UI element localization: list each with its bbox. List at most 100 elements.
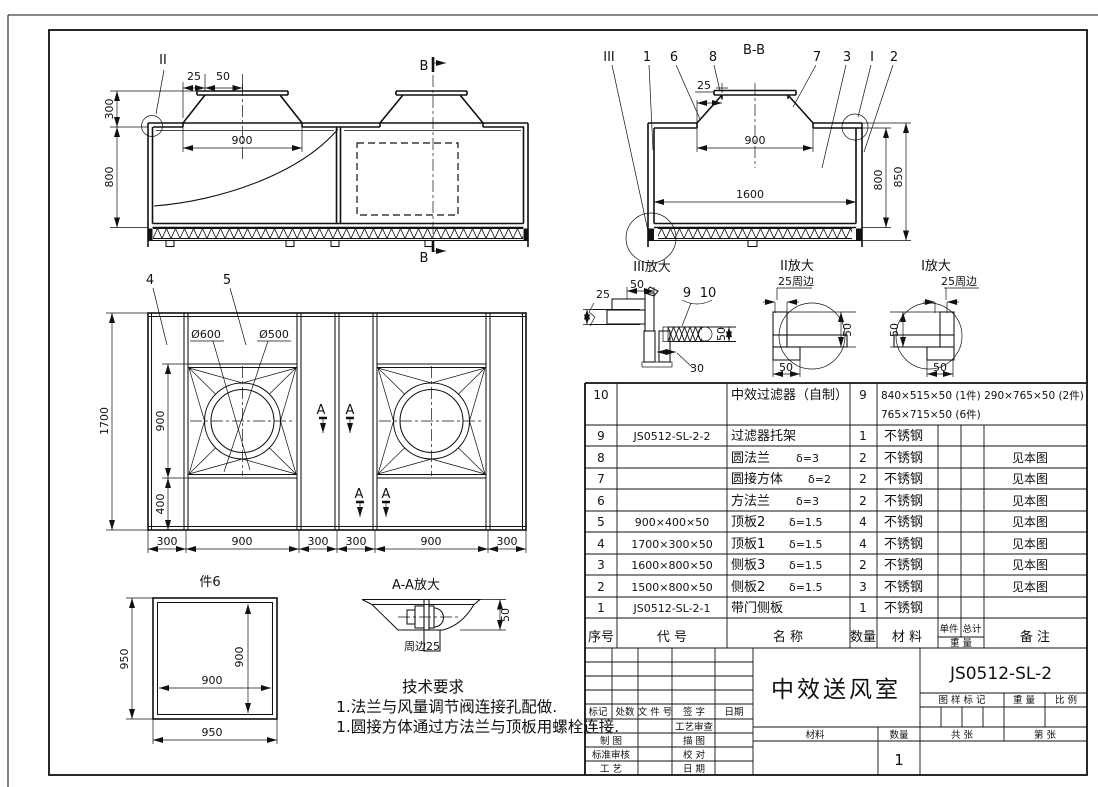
tb-qty-value: 1 [894, 751, 904, 769]
dim-300: 300 [103, 99, 116, 120]
bom-header-seq: 序号 [588, 630, 614, 645]
bom-code: 1500×800×50 [631, 581, 712, 594]
bom-header-name: 名 称 [773, 629, 803, 645]
bom-seq: 5 [597, 515, 605, 529]
balloon-leaders [611, 64, 894, 232]
detail-iii-circle [625, 212, 677, 264]
dim-50: 50 [499, 608, 512, 622]
bom-qty: 9 [859, 388, 867, 402]
part6-title: 件6 [199, 575, 220, 590]
bom-qty: 3 [859, 580, 867, 594]
bom-remark-1: 840×515×50 (1件) 290×765×50 (2件) [881, 390, 1084, 402]
bom-qty: 2 [859, 472, 867, 486]
bom-code: 1600×800×50 [631, 559, 712, 572]
dim-50-right: 50 [841, 323, 854, 337]
table-row: 7 圆接方体 δ=2 2 不锈钢 见本图 [597, 471, 1048, 487]
bom-qty: 1 [859, 429, 867, 443]
dim-1700: 1700 [98, 407, 111, 435]
bom-seq: 3 [597, 558, 605, 572]
table-row: 9 JS0512-SL-2-2 过滤器托架 1 不锈钢 [597, 429, 923, 444]
dim-50: 50 [216, 70, 230, 83]
dim-900: 900 [745, 134, 766, 147]
tb-craft: 工 艺 [600, 764, 622, 775]
plan-view: 4 5 Ø600 Ø500 1700 900 400 300 900 300 3… [98, 273, 527, 553]
tb-date2: 日 期 [683, 764, 705, 775]
detail-ii-circle [141, 115, 163, 137]
door-swing-arc [153, 128, 339, 207]
bom-seq: 8 [597, 451, 605, 465]
bom-spec: δ=3 [796, 495, 819, 508]
bom-header-weight: 重 量 [950, 637, 973, 649]
dim-25: 25 [187, 70, 201, 83]
bom-seq: 6 [597, 494, 605, 508]
table-row: 6 方法兰 δ=3 2 不锈钢 见本图 [597, 493, 1048, 509]
bom-name: 圆接方体 [731, 471, 783, 487]
bom-remark: 见本图 [1012, 494, 1048, 508]
detail-title: I放大 [921, 259, 951, 274]
bom-code: JS0512-SL-2-1 [632, 602, 710, 615]
balloon-5: 5 [223, 273, 231, 288]
bom-spec: δ=2 [808, 473, 831, 486]
balloon-7: 7 [813, 50, 821, 65]
dim-50-bottom: 50 [779, 361, 793, 374]
bom-name: 顶板1 [731, 537, 765, 552]
bom-material: 不锈钢 [884, 558, 923, 573]
tb-doc-no: 文 件 号 [638, 706, 673, 718]
detail-iii: III放大 25 50 9 10 50 30 [583, 260, 736, 375]
bom-name: 中效过滤器（自制） [731, 388, 848, 403]
detail-marker-ii: II [159, 53, 167, 68]
balloon-2: 2 [890, 50, 898, 65]
tb-count: 处数 [615, 706, 635, 718]
bom-seq: 1 [597, 601, 605, 615]
section-mark-a3: A [355, 487, 364, 502]
bom-remark: 见本图 [1012, 472, 1048, 486]
bom-qty: 4 [859, 515, 867, 529]
bom-qty: 2 [859, 558, 867, 572]
dim-b5: 900 [421, 535, 442, 548]
filter-band [658, 228, 852, 239]
bom-material: 不锈钢 [884, 601, 923, 616]
table-row: 3 1600×800×50 侧板3 δ=1.5 2 不锈钢 见本图 [597, 558, 1048, 573]
table-row: 10 中效过滤器（自制） 9 840×515×50 (1件) 290×765×5… [593, 388, 1083, 421]
hopper-right [379, 90, 484, 124]
filter-opening-dashed [356, 142, 459, 216]
edge-note: 25周边 [778, 275, 814, 288]
bom-seq: 2 [597, 580, 605, 594]
edge-note: 周边25 [404, 640, 440, 653]
tech-req-line1: 1.法兰与风量调节阀连接孔配做. [336, 698, 557, 716]
bom-qty: 4 [859, 537, 867, 551]
table-row: 1 JS0512-SL-2-1 带门侧板 1 不锈钢 [597, 601, 923, 616]
tech-req-line2: 1.圆接方体通过方法兰与顶板用螺栓连接. [336, 718, 619, 736]
section-mark-a1: A [317, 403, 326, 418]
bom-code: JS0512-SL-2-2 [632, 430, 710, 443]
dim-50-left: 50 [888, 323, 901, 337]
tb-weight: 重 量 [1013, 694, 1036, 706]
tb-process-audit: 工艺审查 [675, 721, 714, 733]
bom-table: 序号 代 号 名 称 数量 材 料 单件 总计 重 量 备 注 10 中效过滤器… [584, 382, 1087, 775]
bom-material: 不锈钢 [884, 537, 923, 552]
tb-std-check: 标准审核 [592, 749, 631, 761]
bom-header-unit: 单件 [939, 623, 959, 635]
dim-50-right: 50 [715, 327, 728, 341]
dim-900-h: 900 [202, 674, 223, 687]
bom-spec: δ=3 [796, 452, 819, 465]
part6-view: 件6 950 900 900 950 [118, 575, 278, 744]
dim-b6: 300 [497, 535, 518, 548]
balloon-1: 1 [643, 50, 651, 65]
bom-remark-2: 765×715×50 (6件) [881, 409, 981, 421]
bom-spec: δ=1.5 [789, 538, 822, 551]
table-row: 8 圆法兰 δ=3 2 不锈钢 见本图 [597, 451, 1048, 466]
brace-lines-left [188, 367, 297, 475]
detail-title: III放大 [633, 260, 671, 275]
section-mark-b-top: B [420, 59, 429, 74]
front-view: II 300 800 25 50 900 B B [103, 53, 529, 266]
tech-requirements: 技术要求 1.法兰与风量调节阀连接孔配做. 1.圆接方体通过方法兰与顶板用螺栓连… [336, 678, 619, 736]
balloon-10: 10 [700, 286, 717, 301]
bom-material: 不锈钢 [884, 515, 923, 530]
filter-band [153, 228, 523, 239]
detail-i-circle [841, 113, 869, 141]
product-title: 中效送风室 [771, 677, 901, 703]
detail-title: II放大 [780, 259, 814, 274]
